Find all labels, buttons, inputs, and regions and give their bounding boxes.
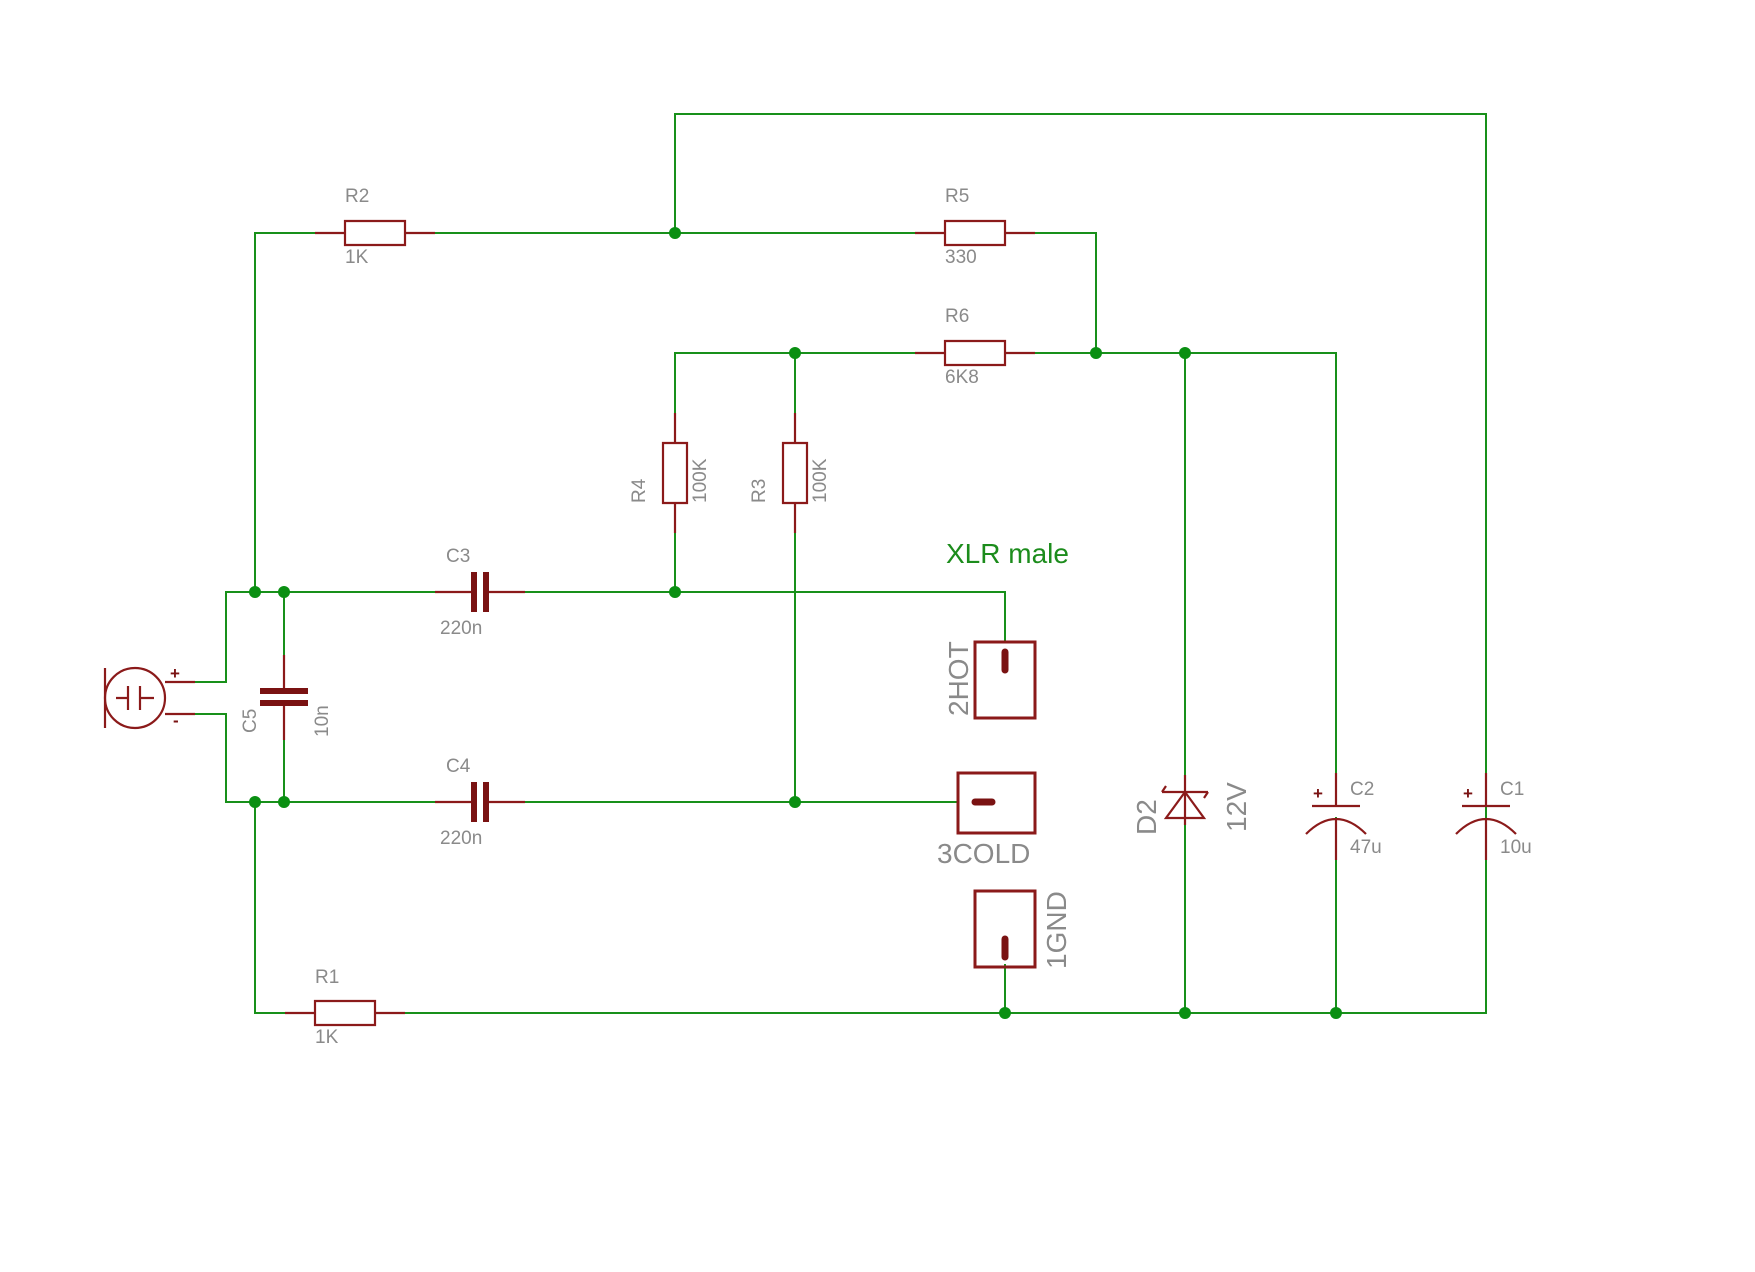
- d2-name: D2: [1131, 799, 1162, 835]
- r2-name: R2: [345, 186, 369, 207]
- r1-value: 1K: [315, 1027, 339, 1048]
- junction-dot: [669, 227, 681, 239]
- c3-name: C3: [446, 546, 470, 567]
- xlr-pin-3-cold: 3COLD: [937, 771, 1037, 869]
- resistor-r5: R5 330: [915, 186, 1035, 268]
- junction-dot: [1179, 347, 1191, 359]
- pin1-label: 1GND: [1041, 891, 1072, 969]
- r5-value: 330: [945, 247, 977, 268]
- d2-value: 12V: [1221, 782, 1252, 832]
- c5-value: 10n: [312, 705, 333, 737]
- junction-dot: [999, 1007, 1011, 1019]
- r2-value: 1K: [345, 247, 369, 268]
- connector-pin-icon: [973, 640, 1037, 720]
- r3-value: 100K: [810, 458, 831, 503]
- r1-name: R1: [315, 967, 339, 988]
- c1-polarity: +: [1463, 784, 1473, 803]
- resistor-r3: R3 100K: [749, 413, 831, 533]
- c5-name: C5: [240, 709, 261, 733]
- junction-dot: [669, 586, 681, 598]
- r4-name: R4: [629, 478, 650, 503]
- resistor-icon: [661, 413, 689, 533]
- resistor-r2: R2 1K: [315, 186, 435, 268]
- junction-dot: [278, 796, 290, 808]
- resistor-r1: R1 1K: [285, 967, 405, 1048]
- mic-minus: -: [173, 711, 179, 730]
- c2-value: 47u: [1350, 837, 1382, 858]
- xlr-pin-2-hot: 2HOT: [943, 640, 1037, 720]
- r5-name: R5: [945, 186, 969, 207]
- resistor-r6: R6 6K8: [915, 306, 1035, 388]
- xlr-title: XLR male: [946, 538, 1069, 569]
- junction-dot: [278, 586, 290, 598]
- capacitor-c3: C3 220n: [435, 546, 525, 639]
- r4-value: 100K: [690, 458, 711, 503]
- capacitor-c1: + C1 10u: [1455, 773, 1532, 860]
- pin3-label: 3COLD: [937, 838, 1030, 869]
- zener-d2: D2 12V: [1131, 775, 1252, 835]
- c3-value: 220n: [440, 618, 482, 639]
- resistor-icon: [315, 219, 435, 247]
- r3-name: R3: [749, 479, 770, 503]
- capacitor-icon: [1455, 773, 1517, 860]
- xlr-pin-1-gnd: 1GND: [973, 889, 1072, 969]
- connector-pin-icon: [973, 889, 1037, 969]
- xlr-connector: XLR male 2HOT 3COLD 1GND: [937, 538, 1072, 969]
- junction-dot: [249, 586, 261, 598]
- c2-polarity: +: [1313, 784, 1323, 803]
- capacitor-c2: + C2 47u: [1305, 773, 1382, 860]
- resistor-icon: [285, 999, 405, 1027]
- connector-pin-icon: [956, 771, 1037, 835]
- wires: [194, 113, 1487, 1014]
- electret-mic-icon: [103, 666, 167, 730]
- r6-name: R6: [945, 306, 969, 327]
- c1-name: C1: [1500, 779, 1524, 800]
- pin2-label: 2HOT: [943, 641, 974, 716]
- zener-diode-icon: [1161, 775, 1209, 825]
- c4-name: C4: [446, 756, 471, 777]
- mic-plus: +: [170, 664, 180, 683]
- capacitor-c5: C5 10n: [240, 655, 333, 740]
- junction-dot: [789, 796, 801, 808]
- c4-value: 220n: [440, 828, 482, 849]
- resistor-r4: R4 100K: [629, 413, 711, 533]
- resistor-icon: [915, 339, 1035, 367]
- junction-dot: [789, 347, 801, 359]
- c1-value: 10u: [1500, 837, 1532, 858]
- electret-microphone: + -: [103, 664, 195, 730]
- junction-dot: [1330, 1007, 1342, 1019]
- capacitor-icon: [1305, 773, 1367, 860]
- junction-dot: [1179, 1007, 1191, 1019]
- capacitor-c4: C4 220n: [435, 756, 525, 849]
- c2-name: C2: [1350, 779, 1374, 800]
- junctions: [249, 227, 1342, 1019]
- resistor-icon: [781, 413, 809, 533]
- resistor-icon: [915, 219, 1035, 247]
- r6-value: 6K8: [945, 367, 979, 388]
- junction-dot: [1090, 347, 1102, 359]
- junction-dot: [249, 796, 261, 808]
